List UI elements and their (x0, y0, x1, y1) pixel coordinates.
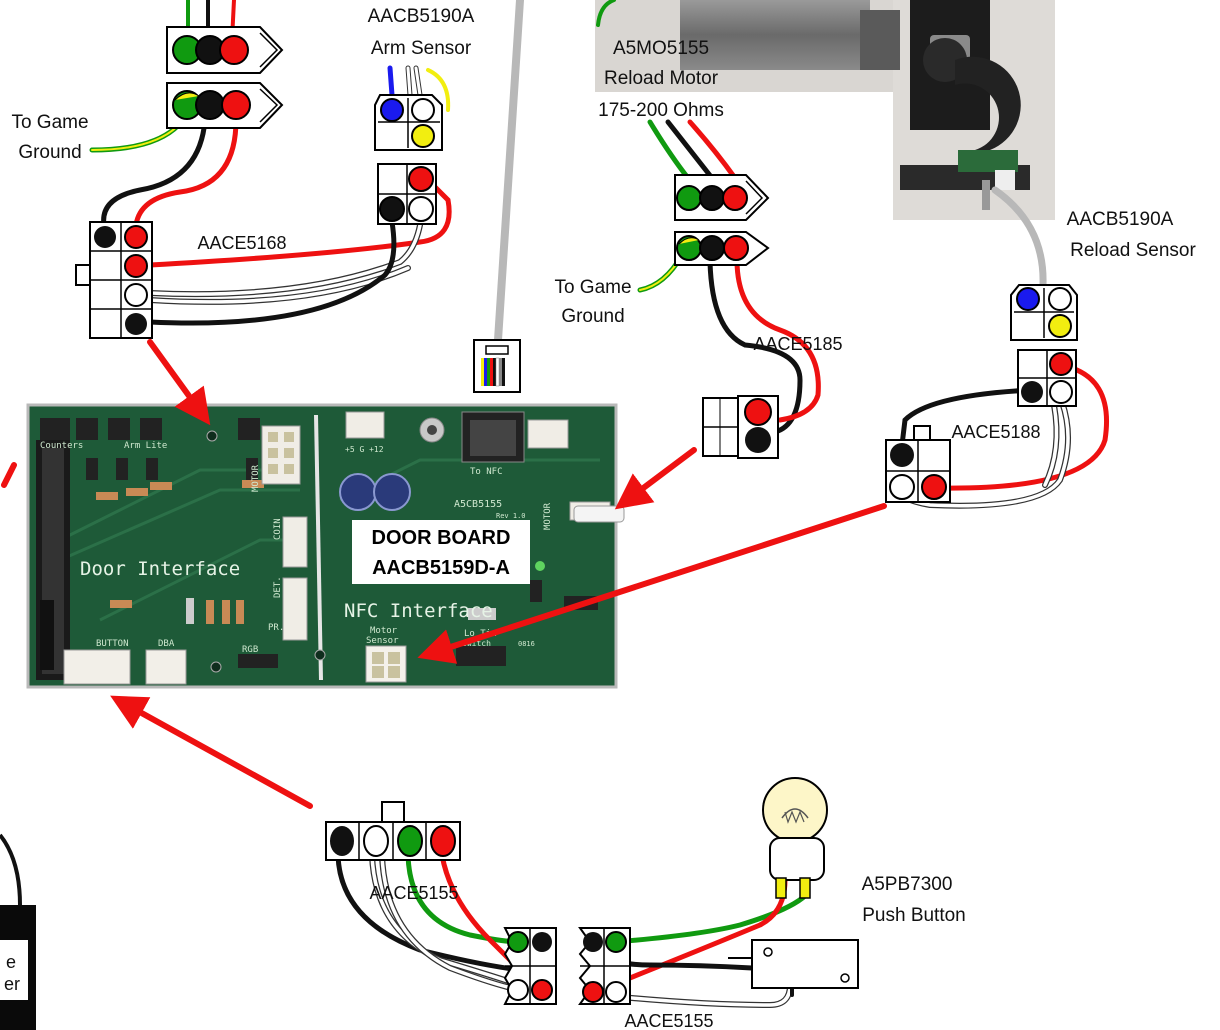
pcb-date-label: 0816 (518, 640, 535, 648)
aace5155-main-connector (325, 801, 461, 861)
arm-sensor-connector (374, 94, 443, 151)
reload-motor-ohms-label: 175-200 Ohms (598, 100, 724, 121)
aace5155-inline-left (503, 927, 557, 1005)
aace5155-label-a: AACE5155 (369, 883, 458, 903)
push-button-part-label: A5PB7300 (862, 874, 953, 895)
aace5188-connector (885, 425, 951, 503)
arrow-aace5188-to-board (417, 503, 887, 664)
pcb-to-nfc-label: To NFC (470, 467, 503, 477)
reload-motor-plug (674, 174, 770, 221)
reload-sensor-plug (1017, 349, 1077, 407)
top-left-motor-plug (166, 26, 284, 74)
ground-left-label-2: Ground (18, 142, 81, 163)
pcb-button-label: BUTTON (96, 639, 129, 649)
left-edge-text-2: er (4, 974, 20, 994)
reload-ground-plug (674, 231, 770, 266)
pcb-lo-tix-label: Lo Tix (464, 629, 497, 639)
diagram-labels: AACB5190A Arm Sensor A5MO5155 Reload Mot… (11, 6, 1196, 1030)
pcb-a5cb-label: A5CB5155 (454, 499, 502, 510)
connection-arrows (1, 339, 887, 809)
aace5155-inline-right (578, 927, 631, 1005)
ground-right-label-2: Ground (561, 306, 624, 327)
arm-sensor-plug (377, 163, 437, 225)
door-board-callout: DOOR BOARD AACB5159D-A (352, 520, 530, 584)
nfc-cable-connector (473, 339, 521, 393)
motor-plug-on-board (573, 505, 625, 523)
arrow-aace5155-to-board (110, 695, 313, 809)
arm-sensor-name-label: Arm Sensor (371, 38, 472, 59)
aace5188-label: AACE5188 (951, 422, 1040, 442)
top-left-ground-plug (166, 82, 284, 129)
pcb-volt-label: +5 G +12 (345, 445, 384, 454)
door-board-part-number: AACB5159D-A (372, 557, 510, 579)
aace5185-label: AACE5185 (753, 334, 842, 354)
arrow-aace5185-to-board (614, 447, 697, 510)
pcb-pr-label: PR. (268, 623, 284, 633)
arm-sensor-part-label: AACB5190A (368, 6, 475, 27)
pcb-motor-sensor-label-2: Sensor (366, 636, 399, 646)
door-board-title: DOOR BOARD (372, 527, 511, 549)
reload-motor-photo (595, 0, 1055, 220)
pcb-switch-label: Switch (462, 639, 491, 648)
pcb-counters-label: Counters (40, 441, 83, 451)
pcb-door-interface-label: Door Interface (80, 558, 240, 580)
aace5168-connector (75, 221, 153, 339)
reload-motor-name-label: Reload Motor (604, 68, 719, 89)
left-edge-text-1: e (6, 952, 16, 972)
aace5168-label: AACE5168 (197, 233, 286, 253)
push-button-switch-icon (728, 939, 859, 989)
pcb-motor-label: MOTOR (251, 464, 261, 492)
push-button-name-label: Push Button (862, 905, 966, 926)
arrow-left-edge (1, 462, 17, 488)
ground-left-label-1: To Game (11, 112, 88, 133)
reload-sensor-name-label: Reload Sensor (1070, 240, 1196, 261)
pcb-coin-label: COIN (273, 518, 283, 540)
ground-right-label-1: To Game (554, 277, 631, 298)
pcb-rgb-label: RGB (242, 645, 258, 655)
reload-sensor-part-label: AACB5190A (1067, 209, 1174, 230)
aace5185-connector (702, 395, 779, 459)
pcb-det-label: DET. (273, 576, 283, 598)
pcb-motor-sensor-label-1: Motor (370, 626, 398, 636)
push-button-lamp-icon (762, 777, 828, 899)
aace5155-label-b: AACE5155 (624, 1011, 713, 1030)
left-edge-device: e er (0, 833, 36, 1030)
pcb-arm-lite-label: Arm Lite (124, 441, 167, 451)
pcb-nfc-interface-label: NFC Interface (344, 600, 493, 622)
pcb-dba-label: DBA (158, 639, 175, 649)
arrow-aace5168-to-board (147, 339, 211, 426)
pcb-motor-right-label: MOTOR (543, 502, 553, 530)
pcb-rev-label: Rev 1.0 (496, 512, 526, 520)
reload-sensor-connector (1010, 284, 1078, 341)
reload-motor-part-label: A5MO5155 (613, 38, 709, 59)
